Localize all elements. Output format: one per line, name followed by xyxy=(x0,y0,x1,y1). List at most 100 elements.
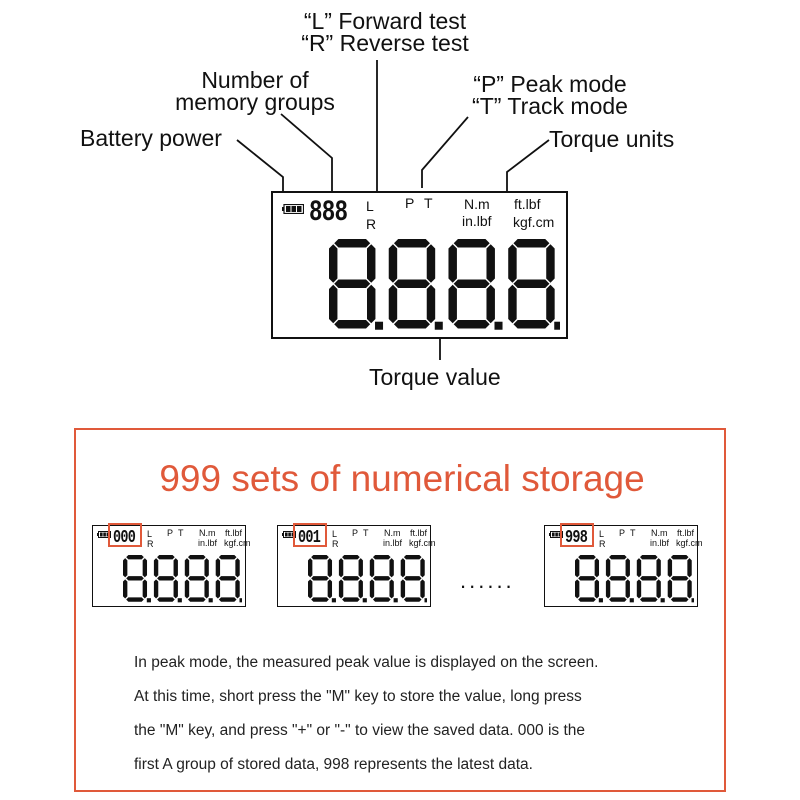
memory-highlight xyxy=(293,523,327,547)
storage-panel: 999 sets of numerical storage 000 L R P … xyxy=(74,428,726,792)
unit-nm: N.m xyxy=(384,528,401,538)
memory-counter: 000 xyxy=(113,528,136,548)
digit-segment xyxy=(187,597,206,602)
reverse-indicator: R xyxy=(332,539,339,549)
lr-callout-line2: “R” Reverse test xyxy=(301,30,469,56)
digit-segment xyxy=(420,558,425,578)
decimal-point xyxy=(434,321,443,330)
digit-segment xyxy=(358,558,363,578)
digit-segment xyxy=(308,579,313,599)
digit-segment xyxy=(636,558,642,578)
battery-icon xyxy=(97,531,111,538)
digit-segment xyxy=(656,558,661,578)
torque-value-digits xyxy=(123,555,242,603)
unit-inlbf: in.lbf xyxy=(198,538,218,548)
digit-segment xyxy=(513,279,550,288)
digit-segment xyxy=(173,558,178,578)
digit-segment xyxy=(342,555,360,560)
digit-segment xyxy=(639,555,658,560)
decimal-point xyxy=(331,598,336,603)
digit-segment xyxy=(400,558,406,578)
digit-segment xyxy=(342,597,360,602)
lcd-example-first: 000 L R P T N.m in.lbf ft.lbf kgf.cm xyxy=(92,523,251,607)
unit-nm: N.m xyxy=(464,196,490,212)
track-indicator: T xyxy=(363,528,369,538)
battery-pointer xyxy=(236,139,284,192)
torque-value-digits xyxy=(329,239,560,330)
digit-segment xyxy=(575,579,580,599)
digit-segment xyxy=(327,579,333,599)
forward-indicator: L xyxy=(366,198,374,214)
digit-segment xyxy=(670,597,689,602)
digit-segment xyxy=(389,579,394,599)
digit-segment xyxy=(372,555,391,560)
decimal-point xyxy=(554,321,560,330)
digit-segment xyxy=(578,597,596,602)
digit-segment xyxy=(605,579,611,599)
memory-counter: 001 xyxy=(298,528,321,548)
memory-callout-line1: Number of xyxy=(201,67,309,93)
decimal-point xyxy=(494,321,503,330)
decimal-point xyxy=(146,598,151,603)
digit-segment xyxy=(687,579,692,599)
reverse-indicator: R xyxy=(366,216,377,232)
value-callout: Torque value xyxy=(369,364,501,390)
digit-segment xyxy=(218,576,237,581)
decimal-point xyxy=(598,598,603,603)
unit-ftlbf: ft.lbf xyxy=(514,196,541,212)
decimal-point xyxy=(208,598,213,603)
digit-segment xyxy=(235,558,240,578)
decimal-point xyxy=(239,598,242,603)
digit-segment xyxy=(594,558,600,578)
digit-segment xyxy=(329,244,338,283)
digit-segment xyxy=(338,558,344,578)
mode-pointer xyxy=(421,116,469,188)
decimal-point xyxy=(424,598,427,603)
lcd-example-last: 998 L R P T N.m in.lbf ft.lbf kgf.cm xyxy=(544,523,703,607)
digit-segment xyxy=(609,555,627,560)
digit-segment xyxy=(184,558,190,578)
digit-segment xyxy=(625,579,630,599)
reverse-indicator: R xyxy=(147,539,154,549)
digit-segment xyxy=(639,576,658,581)
digit-segment xyxy=(153,579,159,599)
memory-callout: Number of memory groups xyxy=(160,67,350,114)
digit-segment xyxy=(609,597,627,602)
digit-segment xyxy=(656,579,661,599)
digit-segment xyxy=(403,597,422,602)
digit-segment xyxy=(334,279,371,288)
digit-segment xyxy=(235,579,240,599)
digit-segment xyxy=(670,576,689,581)
track-indicator: T xyxy=(178,528,184,538)
digit-segment xyxy=(687,558,692,578)
digit-segment xyxy=(609,576,627,581)
ellipsis: ...... xyxy=(460,568,515,593)
digit-segment xyxy=(670,555,689,560)
digit-segment xyxy=(453,279,490,288)
digit-segment xyxy=(218,597,237,602)
digit-segment xyxy=(605,558,611,578)
digit-segment xyxy=(308,558,313,578)
digit-segment xyxy=(123,558,128,578)
main-lcd-display: 888 L R P T N.m in.lbf ft.lbf kgf.cm xyxy=(271,191,568,339)
unit-inlbf: in.lbf xyxy=(383,538,403,548)
digit-segment xyxy=(153,558,159,578)
lcd-example-second: 001 L R P T N.m in.lbf ft.lbf kgf.cm xyxy=(277,523,436,607)
digit-segment xyxy=(173,579,178,599)
digit-segment xyxy=(126,555,144,560)
unit-ftlbf: ft.lbf xyxy=(225,528,243,538)
digit-segment xyxy=(327,558,333,578)
forward-indicator: L xyxy=(599,529,605,539)
digit-segment xyxy=(218,555,237,560)
digit-segment xyxy=(486,244,495,283)
digit-segment xyxy=(575,558,580,578)
peak-indicator: P xyxy=(619,528,626,538)
digit-segment xyxy=(453,320,490,329)
battery-callout: Battery power xyxy=(80,125,222,151)
digit-segment xyxy=(369,558,375,578)
peak-indicator: P xyxy=(405,195,415,211)
torque-value-digits xyxy=(308,555,427,603)
digit-segment xyxy=(453,239,490,248)
digit-segment xyxy=(388,284,398,324)
digit-segment xyxy=(369,579,375,599)
